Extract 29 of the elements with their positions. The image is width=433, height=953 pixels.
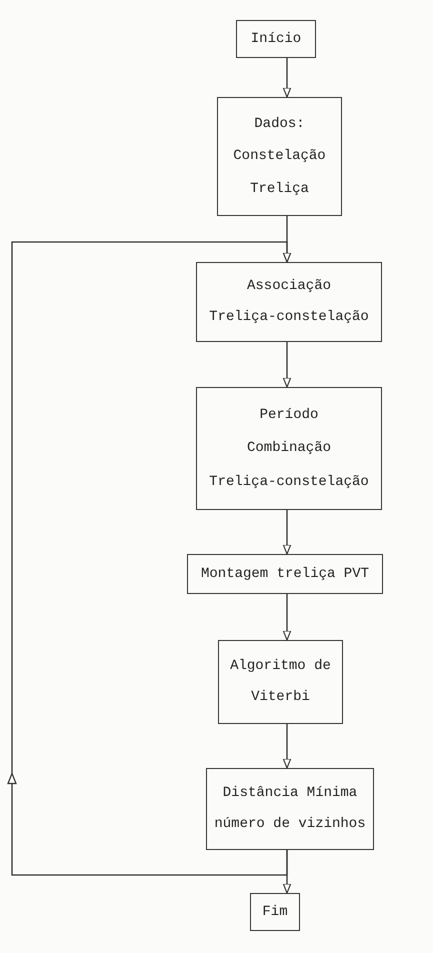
process-box: [206, 768, 374, 850]
box-text: Distância Mínima: [222, 785, 358, 802]
box-text: número de vizinhos: [214, 816, 366, 833]
box-text: Constelação: [233, 148, 326, 165]
arrow: [282, 594, 292, 641]
box-text: Treliça: [250, 180, 309, 198]
box-text: Viterbi: [251, 689, 310, 706]
box-text: Fim: [262, 904, 288, 920]
arrow: [282, 58, 292, 98]
box-text: Algoritmo de: [230, 658, 331, 675]
box-text: Combinação: [246, 440, 331, 457]
process-box: [236, 20, 316, 58]
arrow: [282, 724, 292, 769]
process-box: [196, 262, 382, 342]
box-text: Período: [260, 406, 318, 424]
process-box: [187, 554, 383, 594]
box-text: Montagem treliça PVT: [200, 566, 370, 582]
process-box: [250, 893, 300, 931]
box-text: Treliça-constelação: [209, 474, 369, 490]
process-box: [218, 640, 343, 724]
feedback-arrow: [7, 241, 292, 876]
process-box: [217, 97, 342, 216]
arrow: [282, 342, 292, 388]
box-text: Início: [250, 30, 302, 48]
arrow: [282, 510, 292, 555]
process-box: [196, 387, 382, 510]
box-text: Treliça-constelação: [209, 308, 369, 326]
box-text: Dados:: [254, 116, 305, 132]
box-text: Associação: [246, 278, 331, 296]
